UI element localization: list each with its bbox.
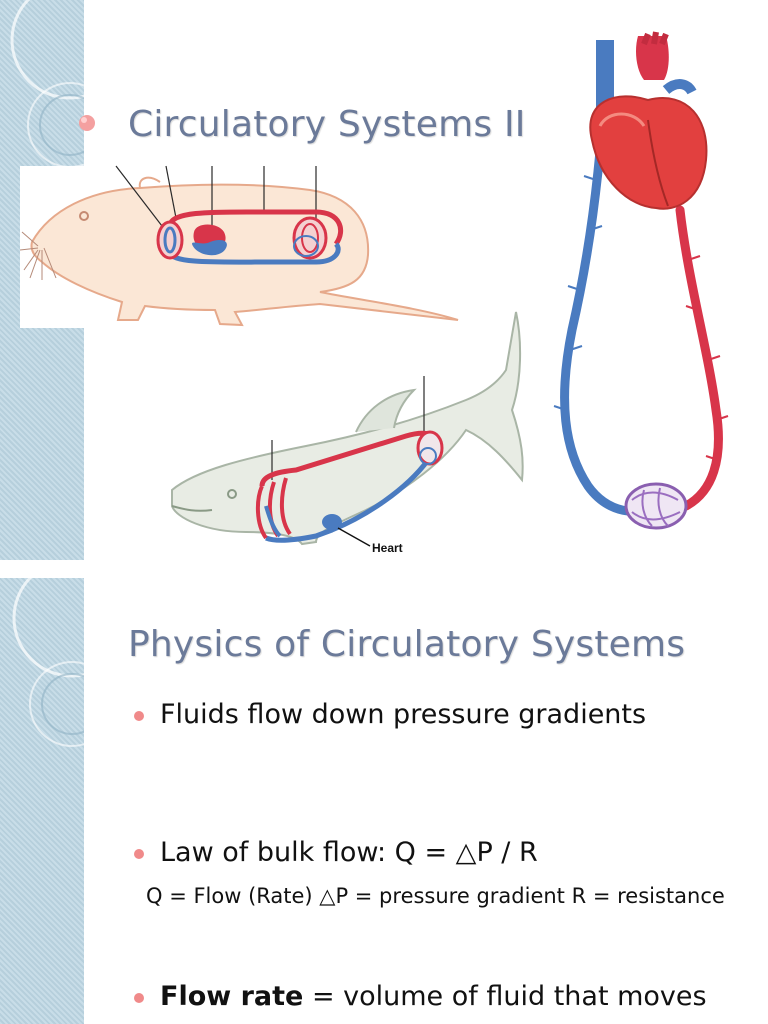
fish-circulation-diagram: Heart <box>171 311 524 555</box>
slide-title: Circulatory Systems II <box>128 104 526 145</box>
heart-circuit-diagram <box>553 31 729 530</box>
slide-physics-of-circulatory-systems: Physics of Circulatory Systems Fluids fl… <box>0 578 768 1024</box>
bullet-dot-icon <box>134 711 144 721</box>
title-bullet-icon <box>79 115 95 131</box>
mammal-circulation-diagram <box>20 165 460 328</box>
slide-side-band <box>0 578 84 1024</box>
bullet-subline: Q = Flow (Rate) △P = pressure gradient R… <box>146 884 725 908</box>
slide-title: Physics of Circulatory Systems <box>128 624 686 665</box>
bullet-dot-icon <box>134 993 144 1003</box>
slide-gap <box>0 560 768 578</box>
bullet-item: Flow rate = volume of fluid that moves <box>134 980 707 1014</box>
bullet-dot-icon <box>134 849 144 859</box>
slide-circulatory-systems-ii: Circulatory Systems II <box>0 0 729 560</box>
bullet-item: Fluids flow down pressure gradients <box>134 698 646 732</box>
bullet-item: Law of bulk flow: Q = △P / R <box>134 836 538 870</box>
fish-heart-label: Heart <box>372 541 403 555</box>
